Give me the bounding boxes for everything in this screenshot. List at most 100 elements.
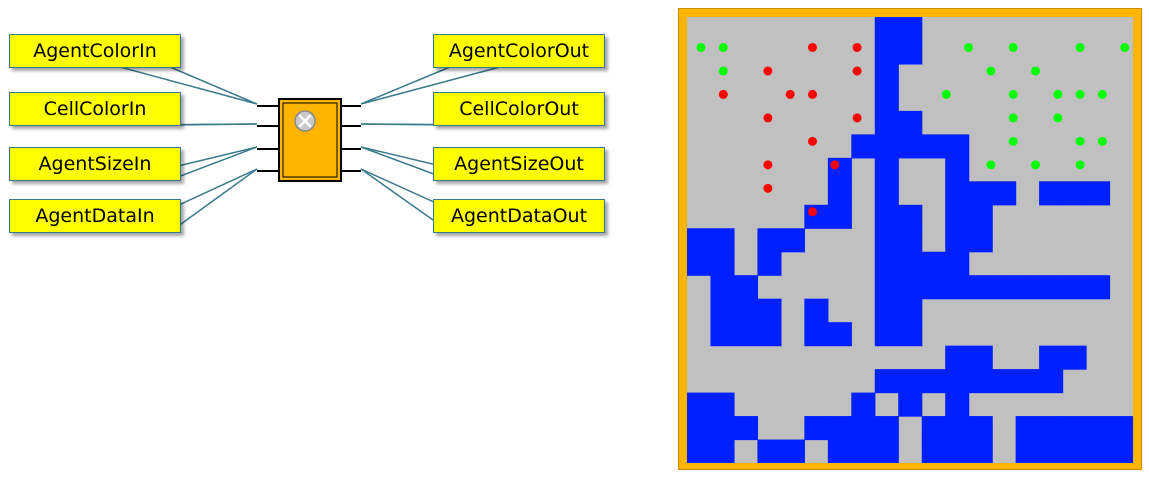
wall-cell: [874, 228, 899, 253]
green-agent: [1097, 136, 1107, 146]
green-agent: [1075, 42, 1085, 52]
green-agent: [718, 66, 728, 76]
callout-line-in-b-2: [169, 146, 258, 181]
wall-cell: [898, 392, 923, 417]
red-agent: [852, 113, 862, 123]
wall-cell: [1039, 369, 1064, 394]
callout-line-out-b-0: [360, 66, 451, 105]
wall-cell: [921, 416, 946, 441]
wall-cell: [874, 416, 899, 441]
wall-cell: [945, 439, 970, 463]
wall-cell: [804, 298, 829, 323]
wall-cell: [827, 181, 852, 206]
wall-cell: [710, 228, 735, 253]
wall-cell: [710, 251, 735, 276]
wall-cell: [1086, 275, 1111, 300]
wall-cell: [874, 134, 899, 159]
wall-cell: [968, 275, 993, 300]
green-agent: [1008, 113, 1018, 123]
red-agent: [852, 42, 862, 52]
red-agent: [718, 89, 728, 99]
wall-cell: [874, 322, 899, 347]
wall-cell: [1086, 181, 1111, 206]
callout-line-in-b-1: [169, 123, 258, 126]
wall-cell: [804, 204, 829, 229]
wall-cell: [874, 40, 899, 65]
wall-cell: [687, 228, 712, 253]
green-agent: [1053, 89, 1063, 99]
red-agent: [808, 207, 817, 217]
output-label-agentdataout: AgentDataOut: [433, 199, 605, 233]
wall-cell: [874, 110, 899, 135]
wall-cell: [710, 275, 735, 300]
wall-cell: [921, 134, 946, 159]
input-label-agentsizein: AgentSizeIn: [9, 147, 181, 181]
green-agent: [1120, 42, 1130, 52]
block-inner-border: [282, 102, 338, 178]
wall-cell: [945, 228, 970, 253]
wall-cell: [968, 416, 993, 441]
red-agent: [763, 113, 773, 123]
green-agent: [1031, 66, 1040, 76]
wall-cell: [1015, 369, 1040, 394]
callout-line-out-0: [360, 66, 501, 105]
wall-cell: [687, 392, 712, 417]
green-agent: [1075, 136, 1085, 146]
wall-cell: [687, 251, 712, 276]
wall-cell: [945, 204, 970, 229]
wall-cell: [1015, 439, 1040, 463]
wall-cell: [945, 369, 970, 394]
close-circle-icon[interactable]: [294, 110, 316, 132]
green-agent: [1075, 89, 1085, 99]
grid-world[interactable]: [687, 17, 1133, 463]
wall-cell: [898, 298, 923, 323]
green-agent: [1008, 136, 1018, 146]
red-agent: [763, 160, 773, 170]
wall-cell: [1109, 439, 1133, 463]
wall-cell: [710, 416, 735, 441]
green-agent: [1053, 113, 1063, 123]
green-agent: [718, 42, 728, 52]
wall-cell: [874, 251, 899, 276]
wall-cell: [733, 298, 759, 323]
wall-cell: [898, 322, 923, 347]
wall-cell: [1039, 275, 1064, 300]
wall-cell: [921, 275, 946, 300]
wall-cell: [1039, 181, 1064, 206]
wall-cell: [1062, 275, 1087, 300]
wall-cell: [827, 439, 852, 463]
output-label-agentcolorout: AgentColorOut: [433, 34, 605, 68]
wall-cell: [898, 110, 923, 135]
wall-cell: [874, 17, 899, 42]
block-body[interactable]: [278, 98, 342, 182]
wall-cell: [1086, 416, 1111, 441]
wall-cell: [874, 181, 899, 206]
green-agent: [986, 66, 996, 76]
wall-cell: [874, 298, 899, 323]
wall-cell: [733, 322, 759, 347]
wall-cell: [898, 251, 923, 276]
wall-cell: [874, 63, 899, 89]
wall-cell: [710, 322, 735, 347]
wall-cell: [945, 275, 970, 300]
wall-cell: [1039, 345, 1064, 370]
red-agent: [852, 66, 862, 76]
input-label-agentdatain: AgentDataIn: [9, 199, 181, 233]
wall-cell: [874, 157, 899, 182]
wall-cell: [874, 87, 899, 112]
red-agent: [830, 160, 840, 170]
green-agent: [1008, 89, 1018, 99]
wall-cell: [827, 157, 852, 182]
wall-cell: [687, 416, 712, 441]
wall-cell: [1015, 275, 1040, 300]
wall-cell: [780, 439, 805, 463]
wall-cell: [1109, 416, 1133, 441]
red-agent: [808, 136, 817, 146]
wall-cell: [968, 228, 993, 253]
input-label-cellcolorin: CellColorIn: [9, 92, 181, 126]
wall-cell: [1086, 439, 1111, 463]
wall-cell: [945, 416, 970, 441]
wall-cell: [898, 134, 923, 159]
wall-cell: [804, 322, 829, 347]
